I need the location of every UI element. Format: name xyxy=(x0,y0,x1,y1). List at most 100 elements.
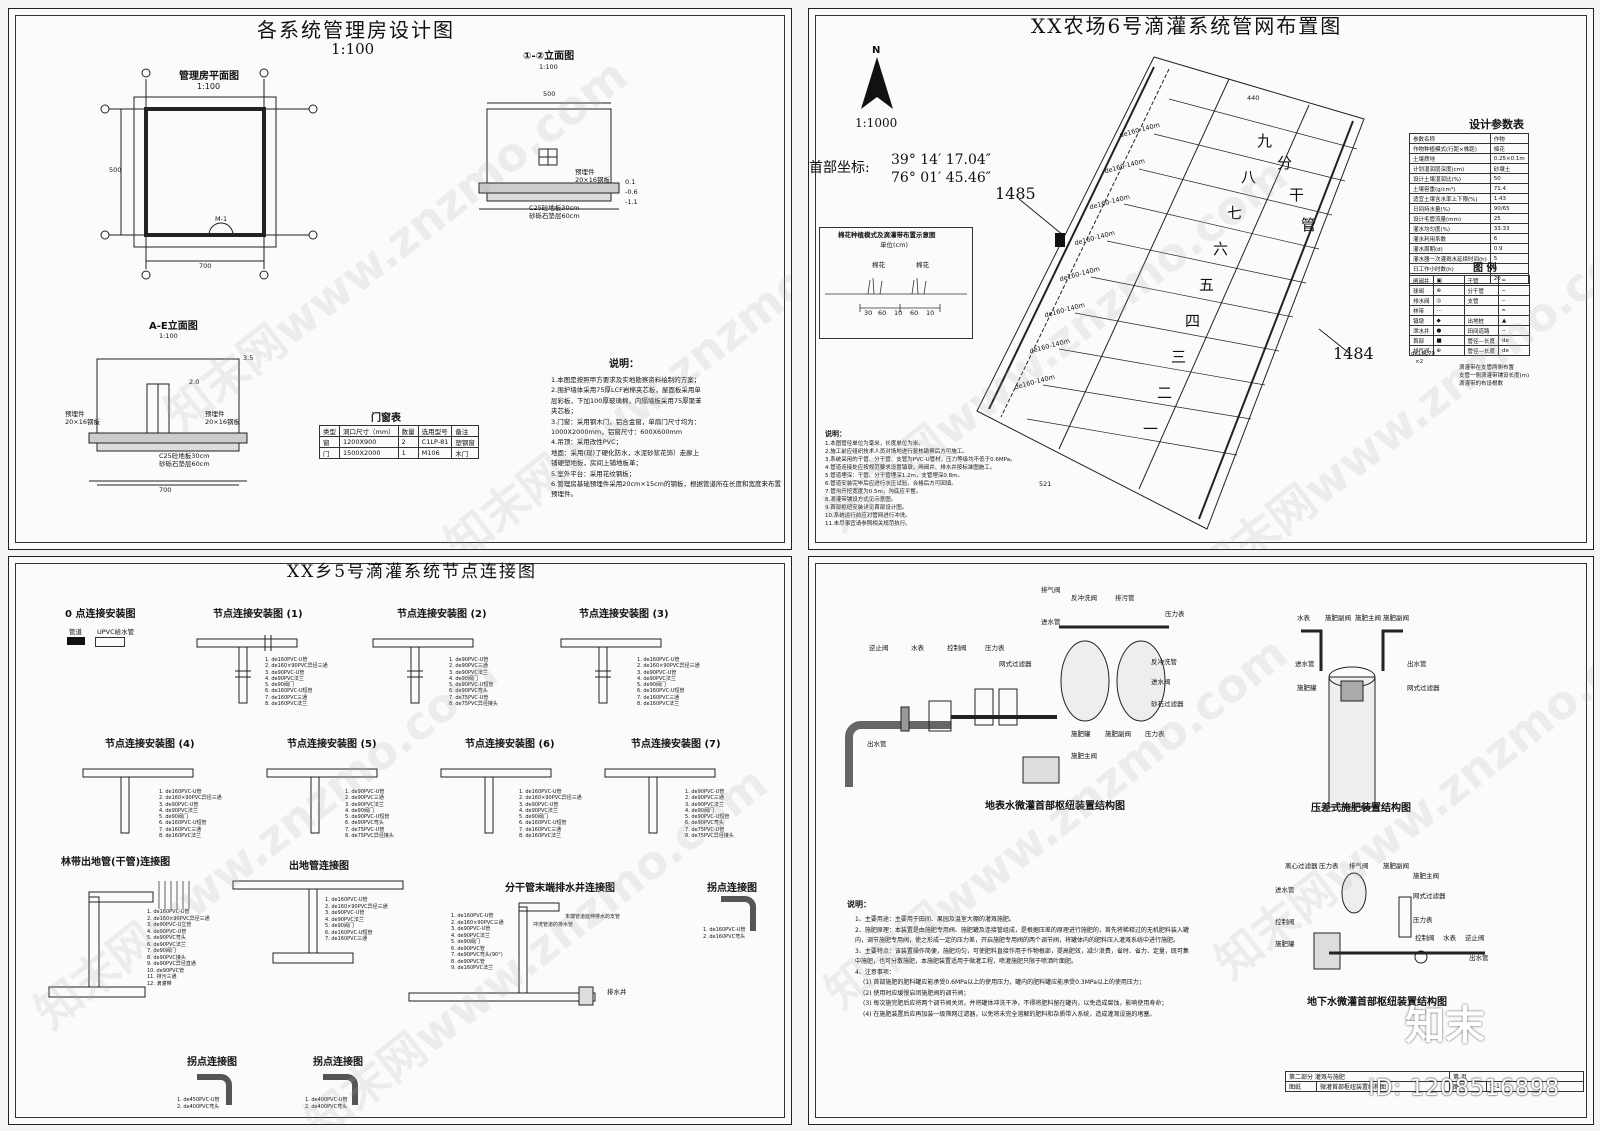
embed-label: 预埋件 xyxy=(65,410,85,418)
inset-dim: 10 xyxy=(926,309,935,317)
note-line: (4) 在施肥装置后应再加装一级筛网过滤器，以免将未完全溶解的肥料和杂质带入系统… xyxy=(863,1010,1156,1018)
drain-well-label: 排水井 xyxy=(607,988,627,996)
head-works-drawing xyxy=(845,625,1485,970)
part-label: 反冲洗阀 xyxy=(1071,594,1097,602)
legend-symbol: ⋯ xyxy=(1432,305,1465,316)
table-cell: 灌水周期(d) xyxy=(1409,243,1491,254)
part-item: 5. de90PVC-U短管 xyxy=(449,682,494,688)
elev12-scale: 1:100 xyxy=(539,63,558,71)
table-row: 排水阀◎支管┄ xyxy=(1409,295,1531,306)
legend-symbol: ◆ xyxy=(1432,315,1465,326)
part-label: 逆止阀 xyxy=(869,644,889,652)
inset-plant: 棉花 xyxy=(916,261,929,269)
table-cell: 90/65 xyxy=(1489,203,1529,214)
note-line: 2.围护墙体采用75厚LCF岩棉夹芯板，屋面板采用单 xyxy=(551,386,701,395)
legend-item: 管径—长度 xyxy=(1463,335,1500,346)
part-label: 压力表 xyxy=(985,644,1005,652)
legend-title: 图 例 xyxy=(1473,263,1497,274)
coord-lat: 39° 14′ 17.04″ xyxy=(891,152,992,168)
part-label: 施肥主阀 xyxy=(1071,752,1097,760)
part-label: 进水管 xyxy=(1275,886,1295,894)
table-row: 镇墩◆出地桩▲ xyxy=(1409,315,1531,326)
legend-item xyxy=(1463,305,1500,316)
legend-item: 排水阀 xyxy=(1409,295,1434,306)
legend-label: UPVC给水管 xyxy=(97,628,135,636)
part-item: 10. de90PVC管 xyxy=(147,967,185,974)
table-cell: 棉花 xyxy=(1489,143,1529,154)
table-cell: 25 xyxy=(1489,213,1529,224)
note-line: 层彩板，下加100厚玻璃棉，内隔墙板采用75厚聚苯 xyxy=(551,396,702,405)
plan-scale: 1:100 xyxy=(197,82,221,91)
legend-symbol: ━ xyxy=(1498,275,1531,286)
table-cell: 设计毛管流量(mm) xyxy=(1409,213,1491,224)
legend-item: 支管 xyxy=(1463,295,1500,306)
part-item: 3. de90PVC-U管 xyxy=(159,801,199,808)
level-label: -1.1 xyxy=(625,198,638,206)
part-label: 进水管 xyxy=(1041,618,1061,626)
inset-plant: 棉花 xyxy=(872,261,885,269)
node-title: 节点连接安装图 (4) xyxy=(105,739,195,750)
part-label: 压力表 xyxy=(1319,862,1339,870)
elevA-scale: 1:100 xyxy=(159,332,178,340)
part-label: 出水管 xyxy=(1407,660,1427,668)
part-item: 6. de160PVC-U短管 xyxy=(159,820,207,827)
legend-swatch xyxy=(67,637,85,645)
part-label: 排气阀 xyxy=(1041,586,1061,594)
coord-lon: 76° 01′ 45.46″ xyxy=(891,170,992,186)
part-item: 3. de90PVC-U管 xyxy=(265,669,305,676)
table-header: 洞口尺寸（mm） xyxy=(339,425,399,437)
note-line: 9.首部枢纽安装详见首部设计图。 xyxy=(825,504,908,511)
part-label: 进水管 xyxy=(1295,660,1315,668)
elevA-drawing xyxy=(88,358,248,486)
turn-title: 拐点连接图 xyxy=(187,1057,237,1068)
node-title: 节点连接安装图 (3) xyxy=(579,609,669,620)
part-item: 7. de160PVC三通 xyxy=(325,936,368,942)
legend-label: 管道 xyxy=(69,628,82,636)
part-label: 出水管 xyxy=(867,740,887,748)
note-line: (3) 每次施完肥后应将两个调节阀关闭，并将罐体冲洗干净，不得将肥料留在罐内，以… xyxy=(863,1000,1168,1007)
part-item: 7. de90PVC弯头(90°) xyxy=(451,952,503,958)
c25-label: C25砼地板30cm xyxy=(159,452,210,460)
turn-title: 拐点连接图 xyxy=(707,883,757,894)
node-drawings xyxy=(48,635,756,1105)
embed-label-b: 20×16钢板 xyxy=(65,418,100,426)
part-item: 1. de160PVC-U管 xyxy=(147,909,190,915)
map-scale: 1:1000 xyxy=(855,116,898,130)
inset-drawing xyxy=(825,277,967,312)
north-arrow-icon xyxy=(861,57,893,109)
legend-footer: 滴灌带在支管两侧布置 xyxy=(1459,365,1515,371)
notes-block: 1、主要用途：主要用于田间、果园及温室大棚的灌溉施肥。 2、施肥原理：本装置是由… xyxy=(855,915,1295,1020)
legend-item: 闸阀井 xyxy=(1409,275,1434,286)
dim-label: 521 xyxy=(1039,480,1052,488)
table-cell: C1LP-81 xyxy=(417,436,453,448)
embed-label: 预埋件 xyxy=(205,410,225,418)
part-item: 7. de160PVC三通 xyxy=(637,694,680,701)
door-window-table: 类型 洞口尺寸（mm） 数量 选用型号 备注 窗 1200X900 2 C1LP… xyxy=(319,425,479,459)
part-label: 反冲洗管 xyxy=(1151,658,1177,666)
part-label: 施肥罐 xyxy=(1275,940,1295,948)
part-label: 施肥副阀 xyxy=(1105,730,1131,738)
legend-symbol: ⊗ xyxy=(1432,285,1465,296)
table-row: 窗 1200X900 2 C1LP-81 塑钢窗 xyxy=(319,436,479,448)
part-item: 8. de75PVC异径接头 xyxy=(685,832,734,839)
table-cell: 2 xyxy=(397,436,419,448)
note-line: 3、主要特点：该装置操作简便，施肥均匀，可使肥料直接作用于作物根部，提高肥效，减… xyxy=(855,947,1189,955)
level-label: 2.0 xyxy=(189,378,200,386)
legend-symbol: ▲ xyxy=(1498,315,1531,326)
note-line: 中施肥，也可分散施肥，本施肥装置适用于微灌工程，喷灌施肥只限于喷洒叶面肥。 xyxy=(855,958,1078,965)
legend-item: 管径—长度 xyxy=(1463,345,1500,356)
table-cell: 0.9 xyxy=(1489,243,1529,254)
table-cell: 6 xyxy=(1489,233,1529,244)
part-item: 3. de90PVC-U立管 xyxy=(147,922,192,928)
legend-symbol: de xyxy=(1498,335,1531,346)
part-item: 3. de90PVC-U管 xyxy=(325,910,365,916)
table-row: 灌水器一次灌溉水延续时间(h)5 xyxy=(1409,253,1529,264)
part-item: 11. 排污三通 xyxy=(147,974,177,980)
legend-item: 出地桩 xyxy=(1463,315,1500,326)
part-label: 控制阀 xyxy=(947,644,967,652)
note-line: 4.管道连接处应按规范要求设置镇墩，闸阀井、排水井按标准图施工。 xyxy=(825,464,996,471)
part-item: 2. de160×90PVC异径三通 xyxy=(637,663,700,670)
